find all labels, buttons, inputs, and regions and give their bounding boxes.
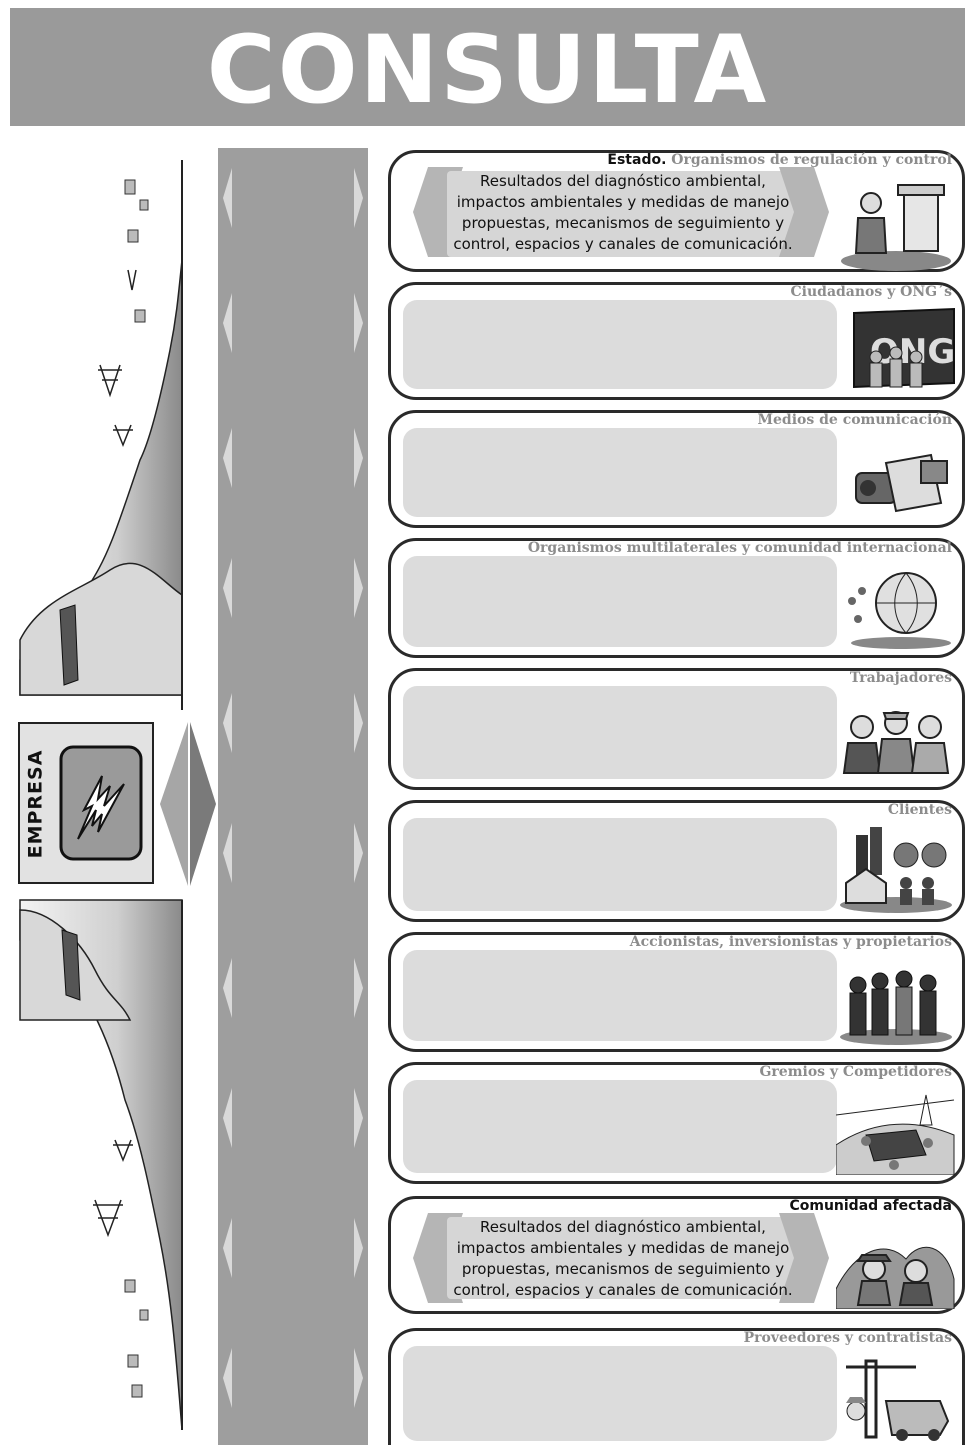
workers-icon xyxy=(842,711,950,774)
card-text: Resultados del diagnóstico ambiental, im… xyxy=(453,172,793,253)
card-accionistas: Accionistas, inversionistas y propietari… xyxy=(388,932,965,1052)
card-box xyxy=(403,300,837,389)
card-title: Accionistas, inversionistas y propietari… xyxy=(629,934,952,950)
card-title: Proveedores y contratistas xyxy=(743,1330,952,1346)
card-box xyxy=(403,950,837,1041)
card-title: Gremios y Competidores xyxy=(759,1064,952,1080)
page-title: CONSULTA xyxy=(206,16,769,125)
shareholders-icon xyxy=(840,970,952,1045)
card-title: Organismos multilaterales y comunidad in… xyxy=(527,540,952,556)
card-title: Trabajadores xyxy=(849,670,952,686)
affected-community-icon xyxy=(836,1246,955,1309)
flow-chevrons xyxy=(223,168,363,1408)
power-line-landscape-illustration xyxy=(19,160,183,1431)
card-title-text: Organismos de regulación y control xyxy=(671,152,952,168)
ong-citizens-icon: ONG xyxy=(853,307,955,389)
card-title-strong: Comunidad afectada xyxy=(789,1198,952,1214)
card-title: Clientes xyxy=(887,802,952,818)
card-box xyxy=(447,1217,799,1299)
clients-icon xyxy=(840,827,952,913)
card-box xyxy=(403,1080,837,1173)
header-banner: CONSULTA xyxy=(10,8,965,126)
card-medios: Medios de comunicación xyxy=(388,410,965,528)
card-clientes: Clientes xyxy=(388,800,965,922)
card-box xyxy=(403,428,837,517)
card-text: Resultados del diagnóstico ambiental, im… xyxy=(453,1218,793,1299)
empresa-block: EMPRESA xyxy=(18,722,154,884)
card-box xyxy=(403,1346,837,1441)
card-ciudadanos: Ciudadanos y ONG´s ONG xyxy=(388,282,965,400)
empresa-label-wrap: EMPRESA xyxy=(22,734,48,874)
card-organismos: Organismos multilaterales y comunidad in… xyxy=(388,538,965,658)
card-box xyxy=(403,818,837,911)
card-box xyxy=(447,171,799,257)
card-proveedores: Proveedores y contratistas xyxy=(388,1328,965,1445)
card-gremios: Gremios y Competidores xyxy=(388,1062,965,1184)
media-icon xyxy=(855,453,948,513)
card-title: Ciudadanos y ONG´s xyxy=(790,284,952,300)
card-title: Comunidad afectada xyxy=(789,1198,952,1214)
chevron-right-icon xyxy=(779,167,829,257)
state-regulator-icon xyxy=(841,184,951,271)
contractors-icon xyxy=(846,1359,950,1441)
card-title: Medios de comunicación xyxy=(757,412,952,428)
bidirectional-arrow-icon xyxy=(160,722,216,886)
card-trabajadores: Trabajadores xyxy=(388,668,965,790)
card-title-strong: Estado. xyxy=(607,152,667,168)
chevron-right-icon xyxy=(779,1213,829,1303)
guilds-competitors-icon xyxy=(836,1094,955,1175)
empresa-label: EMPRESA xyxy=(24,749,46,859)
card-box xyxy=(403,686,837,779)
globe-icon xyxy=(848,572,951,649)
card-comunidad: Comunidad afectada Resultados del diagnó… xyxy=(388,1196,965,1314)
card-box xyxy=(403,556,837,647)
card-title: Estado. Organismos de regulación y contr… xyxy=(607,152,952,168)
card-estado: Estado. Organismos de regulación y contr… xyxy=(388,150,965,272)
lightning-bolt-icon xyxy=(59,745,143,861)
flow-band xyxy=(218,148,368,1445)
